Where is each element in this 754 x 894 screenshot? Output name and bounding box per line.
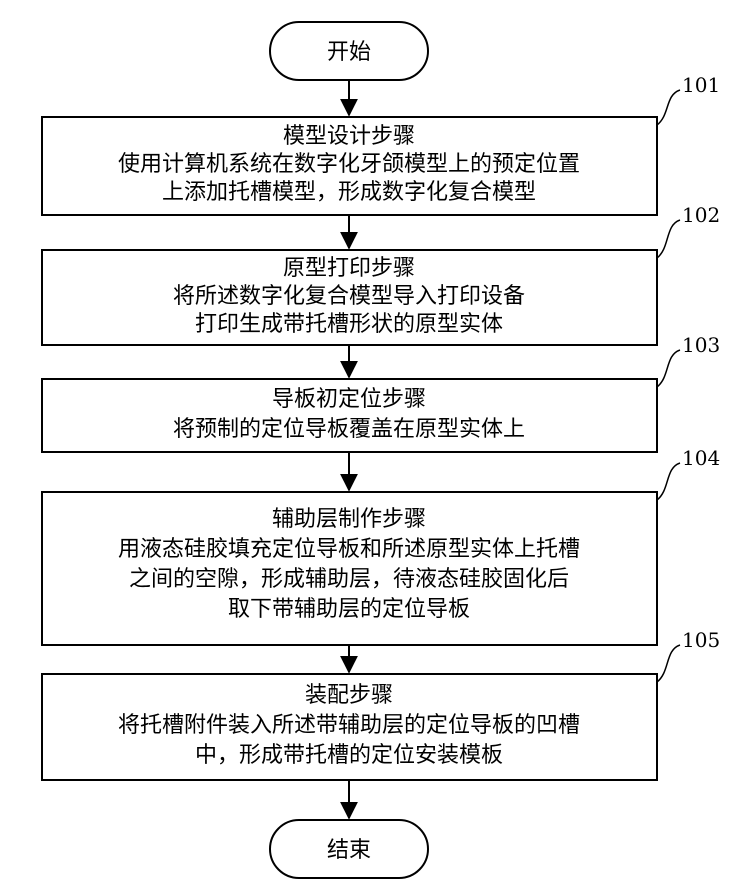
end-label: 结束 xyxy=(327,838,371,863)
step-text-line: 使用计算机系统在数字化牙颌模型上的预定位置 xyxy=(118,152,580,177)
ref-leader-105 xyxy=(657,645,680,682)
ref-leader-102 xyxy=(657,220,680,258)
step-text-line: 将托槽附件装入所述带辅助层的定位导板的凹槽 xyxy=(118,713,580,738)
step-box-assembly: 装配步骤 将托槽附件装入所述带辅助层的定位导板的凹槽 中，形成带托槽的定位安装模… xyxy=(42,674,657,780)
step-box-guide-positioning: 导板初定位步骤 将预制的定位导板覆盖在原型实体上 xyxy=(42,379,657,452)
step-text-line: 上添加托槽模型，形成数字化复合模型 xyxy=(162,180,536,205)
step-text-line: 用液态硅胶填充定位导板和所述原型实体上托槽 xyxy=(118,537,580,562)
step-box-model-design: 模型设计步骤 使用计算机系统在数字化牙颌模型上的预定位置 上添加托槽模型，形成数… xyxy=(42,117,657,215)
step-title: 模型设计步骤 xyxy=(283,124,415,149)
ref-number-104: 104 xyxy=(682,446,720,470)
step-title: 原型打印步骤 xyxy=(283,256,415,281)
ref-number-102: 102 xyxy=(682,203,720,227)
step-title: 导板初定位步骤 xyxy=(272,387,426,412)
end-terminator: 结束 xyxy=(270,820,428,878)
step-text-line: 取下带辅助层的定位导板 xyxy=(228,597,470,622)
start-label: 开始 xyxy=(327,40,371,65)
ref-leader-101 xyxy=(657,90,680,125)
step-text-line: 将所述数字化复合模型导入打印设备 xyxy=(173,284,525,309)
ref-number-101: 101 xyxy=(682,73,720,97)
step-box-auxiliary-layer: 辅助层制作步骤 用液态硅胶填充定位导板和所述原型实体上托槽 之间的空隙，形成辅助… xyxy=(42,492,657,645)
step-text-line: 打印生成带托槽形状的原型实体 xyxy=(195,312,503,337)
ref-leader-103 xyxy=(657,350,680,387)
start-terminator: 开始 xyxy=(270,22,428,80)
step-title: 装配步骤 xyxy=(305,683,393,708)
ref-number-103: 103 xyxy=(682,333,720,357)
ref-leader-104 xyxy=(657,463,680,500)
step-text-line: 中，形成带托槽的定位安装模板 xyxy=(195,743,503,768)
step-text-line: 之间的空隙，形成辅助层，待液态硅胶固化后 xyxy=(129,567,569,592)
ref-number-105: 105 xyxy=(682,628,720,652)
step-box-prototype-print: 原型打印步骤 将所述数字化复合模型导入打印设备 打印生成带托槽形状的原型实体 xyxy=(42,250,657,345)
step-text-line: 将预制的定位导板覆盖在原型实体上 xyxy=(173,417,525,442)
step-title: 辅助层制作步骤 xyxy=(272,507,426,532)
